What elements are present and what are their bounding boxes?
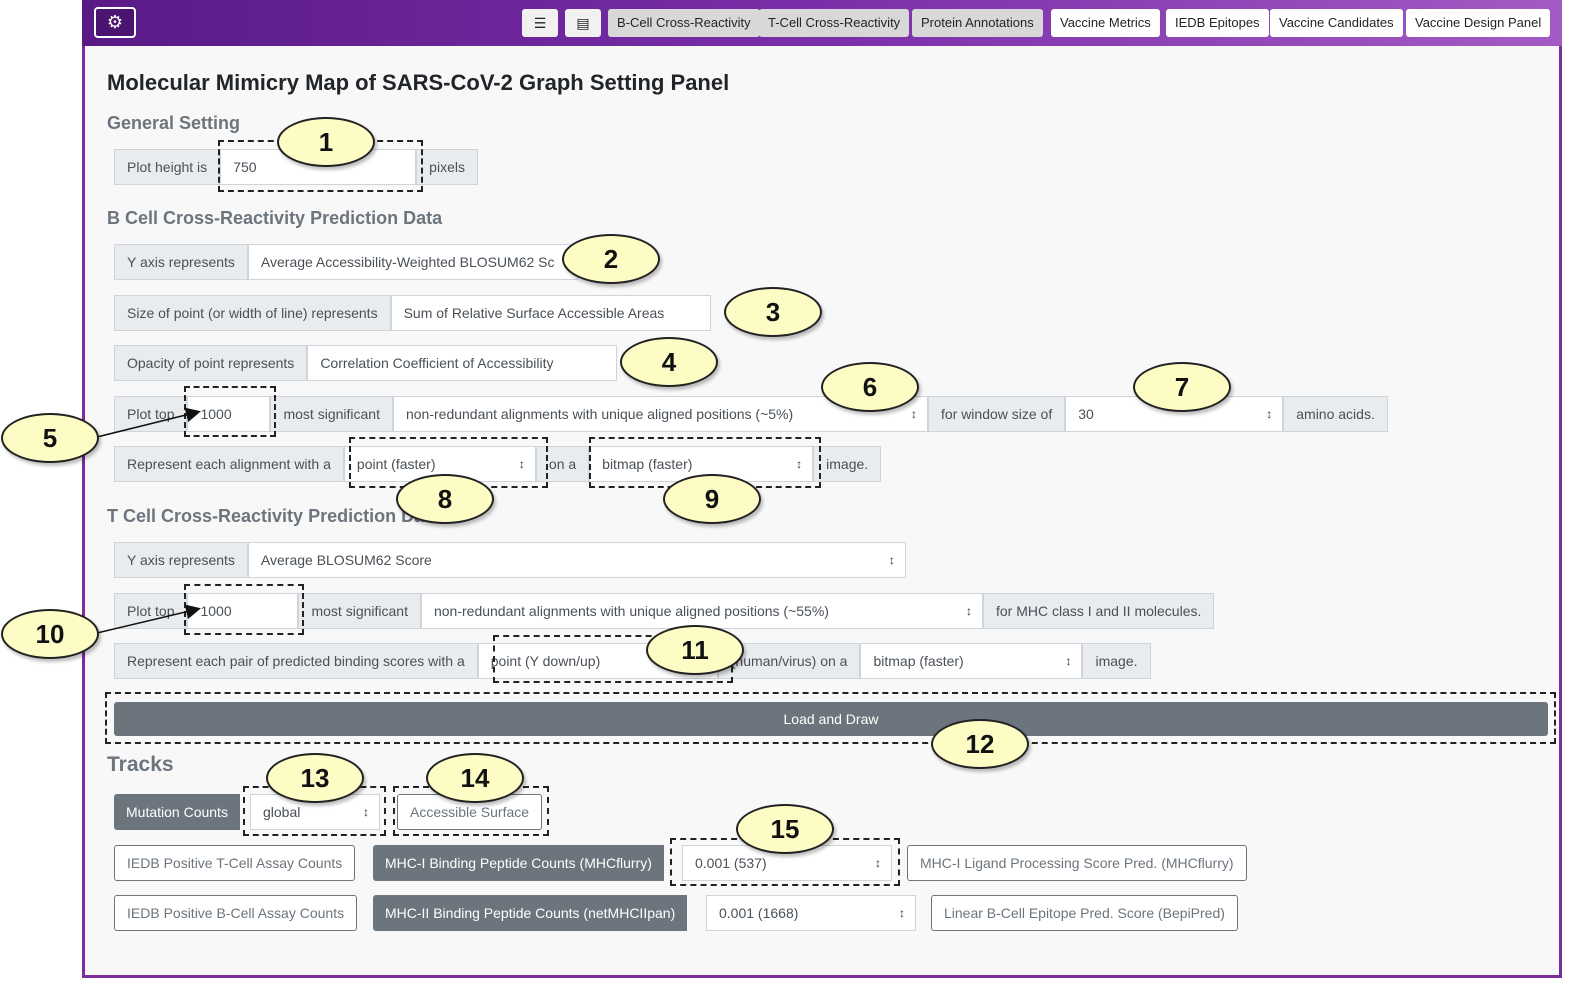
tcell-represent-label: Represent each pair of predicted binding… <box>114 643 478 679</box>
mhc2-threshold-select[interactable]: 0.001 (1668) <box>706 895 916 931</box>
bcell-represent-row: Represent each alignment with a point (f… <box>114 446 882 482</box>
bcell-plot-top-label: Plot top <box>114 396 188 432</box>
bcell-opacity-label: Opacity of point represents <box>114 345 308 381</box>
nav-tcell-cross-reactivity[interactable]: T-Cell Cross-Reactivity <box>759 9 910 37</box>
tcell-yaxis-label: Y axis represents <box>114 542 248 578</box>
bcell-opacity-select[interactable]: Correlation Coefficient of Accessibility <box>307 345 618 381</box>
tracks-heading: Tracks <box>107 753 174 776</box>
mhc1-counts-toggle[interactable]: MHC-I Binding Peptide Counts (MHCflurry) <box>373 845 664 881</box>
list-view-button[interactable]: ☰ <box>522 9 558 37</box>
callout-7: 7 <box>1133 362 1231 412</box>
bcell-on-a-label: on a <box>535 446 590 482</box>
nav-bcell-cross-reactivity[interactable]: B-Cell Cross-Reactivity <box>608 9 760 37</box>
bcell-represent-label: Represent each alignment with a <box>114 446 344 482</box>
bcell-most-significant-label: most significant <box>270 396 393 432</box>
bcell-yaxis-select[interactable]: Average Accessibility-Weighted BLOSUM62 … <box>247 244 578 280</box>
bcell-image-type-select[interactable]: bitmap (faster) <box>589 446 814 482</box>
iedb-tcell-toggle[interactable]: IEDB Positive T-Cell Assay Counts <box>114 845 356 881</box>
mhc1-ligand-toggle[interactable]: MHC-I Ligand Processing Score Pred. (MHC… <box>907 845 1247 881</box>
bcell-yaxis-row: Y axis represents Average Accessibility-… <box>114 244 578 280</box>
tcell-heading: T Cell Cross-Reactivity Prediction Da <box>107 506 425 526</box>
callout-8: 8 <box>396 474 494 524</box>
tcell-plot-top-input[interactable]: 1000 <box>187 593 299 629</box>
tcell-represent-row: Represent each pair of predicted binding… <box>114 643 1151 679</box>
tcell-image-type-select[interactable]: bitmap (faster) <box>860 643 1083 679</box>
callout-3: 3 <box>724 287 822 337</box>
bcell-opacity-row: Opacity of point represents Correlation … <box>114 345 618 381</box>
callout-15: 15 <box>736 804 834 854</box>
list-icon: ☰ <box>533 15 547 31</box>
load-and-draw-button[interactable]: Load and Draw <box>114 702 1548 736</box>
nav-vaccine-candidates[interactable]: Vaccine Candidates <box>1270 9 1403 37</box>
bcell-size-label: Size of point (or width of line) represe… <box>114 295 391 331</box>
tcell-plot-top-label: Plot top <box>114 593 188 629</box>
bcell-window-label: for window size of <box>927 396 1066 432</box>
callout-4: 4 <box>620 337 718 387</box>
callout-2: 2 <box>562 234 660 284</box>
callout-9: 9 <box>663 474 761 524</box>
callout-1: 1 <box>277 117 375 167</box>
tcell-yaxis-select[interactable]: Average BLOSUM62 Score <box>247 542 906 578</box>
mhc2-counts-toggle[interactable]: MHC-II Binding Peptide Counts (netMHCIIp… <box>373 895 688 931</box>
nav-vaccine-metrics[interactable]: Vaccine Metrics <box>1051 9 1160 37</box>
tcell-alignment-select[interactable]: non-redundant alignments with unique ali… <box>420 593 983 629</box>
callout-6: 6 <box>821 362 919 412</box>
bcell-plot-top-input[interactable]: 1000 <box>187 396 271 432</box>
iedb-bcell-toggle[interactable]: IEDB Positive B-Cell Assay Counts <box>114 895 358 931</box>
tcell-image-label: image. <box>1082 643 1151 679</box>
general-setting-heading: General Setting <box>107 113 241 133</box>
callout-12: 12 <box>931 719 1029 769</box>
callout-13: 13 <box>266 753 364 803</box>
tcell-plot-top-row: Plot top 1000 most significant non-redun… <box>114 593 1215 629</box>
tcell-mhc-label: for MHC class I and II molecules. <box>982 593 1215 629</box>
bcell-image-label: image. <box>813 446 882 482</box>
document-icon: ▤ <box>576 15 590 31</box>
bcell-yaxis-label: Y axis represents <box>114 244 248 280</box>
top-navbar: ⚙ ☰ ▤ B-Cell Cross-Reactivity T-Cell Cro… <box>82 0 1562 46</box>
amino-acids-label: amino acids. <box>1283 396 1388 432</box>
callout-10: 10 <box>1 609 99 659</box>
nav-vaccine-design-panel[interactable]: Vaccine Design Panel <box>1406 9 1551 37</box>
callout-5: 5 <box>1 413 99 463</box>
settings-button[interactable]: ⚙ <box>94 7 136 38</box>
callout-11: 11 <box>646 625 744 675</box>
tcell-yaxis-row: Y axis represents Average BLOSUM62 Score <box>114 542 906 578</box>
linear-bcell-toggle[interactable]: Linear B-Cell Epitope Pred. Score (BepiP… <box>931 895 1238 931</box>
nav-protein-annotations[interactable]: Protein Annotations <box>912 9 1043 37</box>
plot-height-label: Plot height is <box>114 149 221 185</box>
gear-icon: ⚙ <box>106 12 124 32</box>
tcell-most-significant-label: most significant <box>298 593 421 629</box>
bcell-size-row: Size of point (or width of line) represe… <box>114 295 711 331</box>
document-view-button[interactable]: ▤ <box>565 9 601 37</box>
mutation-counts-toggle[interactable]: Mutation Counts <box>114 794 240 830</box>
nav-iedb-epitopes[interactable]: IEDB Epitopes <box>1166 9 1269 37</box>
page-title: Molecular Mimicry Map of SARS-CoV-2 Grap… <box>107 70 730 95</box>
pixels-label: pixels <box>416 149 478 185</box>
callout-14: 14 <box>426 753 524 803</box>
bcell-size-select[interactable]: Sum of Relative Surface Accessible Areas <box>390 295 711 331</box>
bcell-heading: B Cell Cross-Reactivity Prediction Data <box>107 208 443 228</box>
